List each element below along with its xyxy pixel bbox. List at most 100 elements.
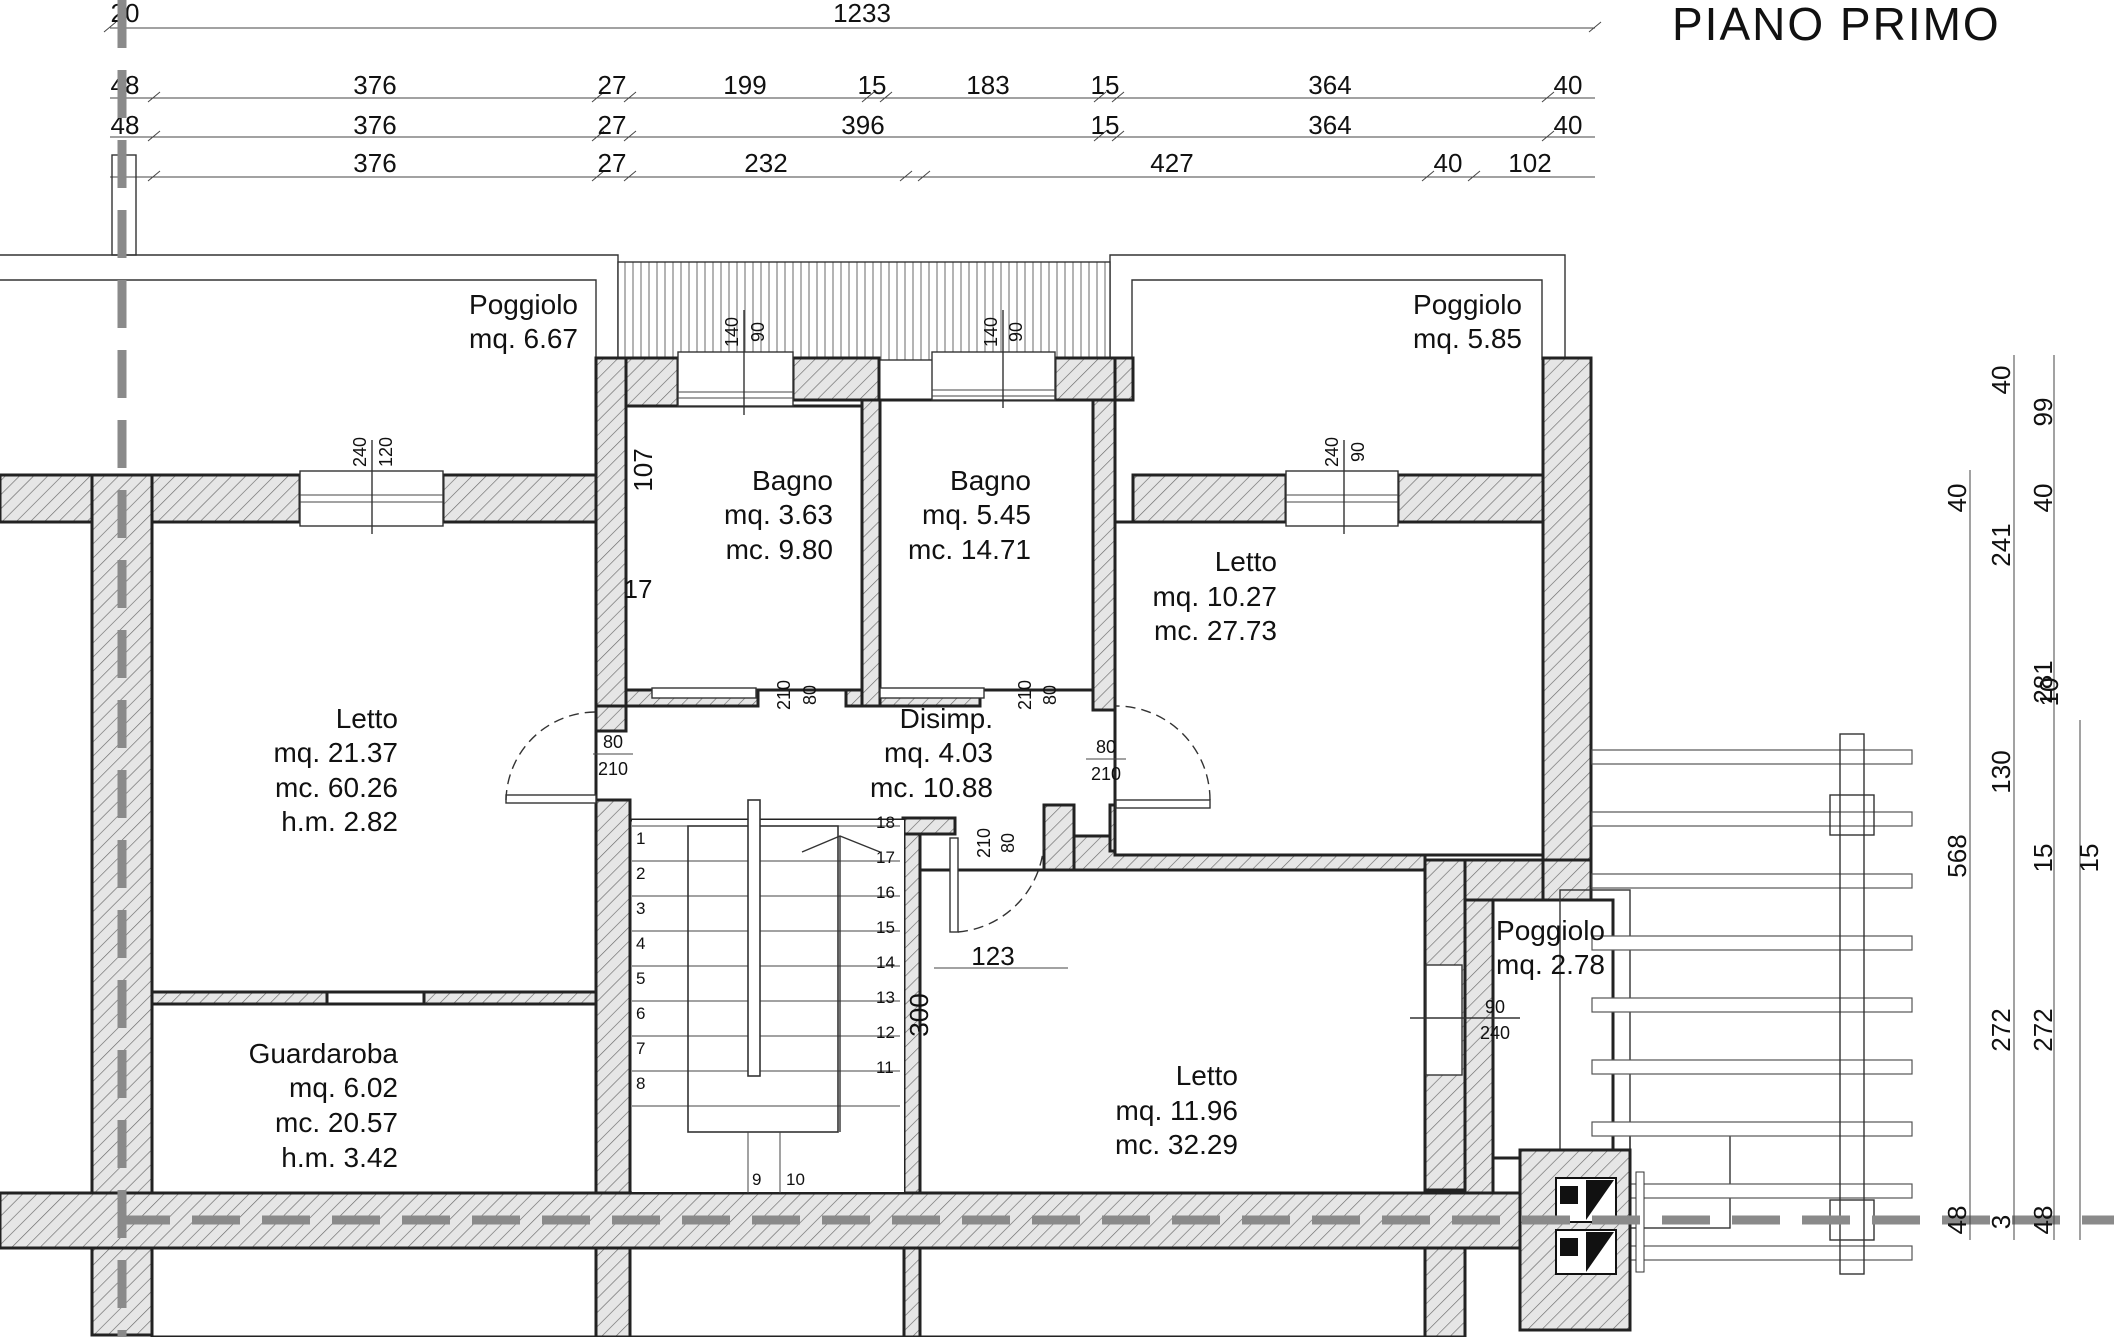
- dim-r2: 396: [841, 110, 884, 140]
- stair-step-number: 11: [876, 1058, 894, 1077]
- letto-right-area: mq. 10.27: [1152, 581, 1277, 612]
- dim-300: 300: [904, 993, 934, 1036]
- letto-left-area: mq. 21.37: [273, 737, 398, 768]
- poggiolo-left-name: Poggiolo: [469, 289, 578, 320]
- dim-top-1233: 1233: [833, 0, 891, 28]
- dim-123: 123: [971, 941, 1014, 971]
- top-dimensions: 20 1233 48 376 27 199 15 183 15 364 40 4…: [103, 0, 1602, 182]
- dim-v-568: 568: [1942, 834, 1972, 877]
- bagno1-volume: mc. 9.80: [726, 534, 833, 565]
- misc-dimensions: 107 17 123 300: [624, 448, 1068, 1037]
- letto-right-volume: mc. 27.73: [1154, 615, 1277, 646]
- dim-r3: 427: [1150, 148, 1193, 178]
- door-poggiolo-small-h: 240: [1480, 1023, 1510, 1043]
- stair-step-number: 3: [636, 899, 645, 918]
- door-letto-bottom-w: 80: [998, 833, 1018, 853]
- rooms-fill: [150, 398, 1615, 1337]
- win-letto-right-w: 240: [1322, 437, 1342, 467]
- deck-slat: [1591, 811, 1913, 827]
- disimpegno-name: Disimp.: [900, 703, 993, 734]
- deck-slat: [1591, 873, 1913, 889]
- windows: [299, 310, 1520, 1076]
- stair-step-9: 9: [752, 1170, 761, 1189]
- letto-bottom-name: Letto: [1176, 1060, 1238, 1091]
- guardaroba-height: h.m. 3.42: [281, 1142, 398, 1173]
- stair-step-number: 4: [636, 934, 645, 953]
- dim-v-40a: 40: [1986, 366, 2016, 395]
- win-letto-left-h: 120: [376, 437, 396, 467]
- bagno2-name: Bagno: [950, 465, 1031, 496]
- door-letto-left-w: 80: [603, 732, 623, 752]
- dim-r3: 27: [598, 148, 627, 178]
- dim-v-130: 130: [1986, 750, 2016, 793]
- right-side-structures: [1518, 733, 1913, 1332]
- disimpegno-area: mq. 4.03: [884, 737, 993, 768]
- stair-step-number: 1: [636, 829, 645, 848]
- right-dimension-labels: 40 99 40 241 40 281 10 130 568 15 15 272…: [1942, 366, 2104, 1235]
- door-letto-right-h: 210: [1091, 764, 1121, 784]
- bagno2-volume: mc. 14.71: [908, 534, 1031, 565]
- deck-slat: [1591, 749, 1913, 765]
- stair-step-10: 10: [786, 1170, 805, 1189]
- stair-step-number: 6: [636, 1004, 645, 1023]
- door-letto-left-h: 210: [598, 759, 628, 779]
- balcony-outlines: [0, 154, 1566, 361]
- dim-v-99: 99: [2028, 398, 2058, 427]
- dim-v-40c: 40: [2028, 484, 2058, 513]
- poggiolo-right-name: Poggiolo: [1413, 289, 1522, 320]
- dim-r1: 15: [1091, 70, 1120, 100]
- dim-v-3: 3: [1986, 1215, 2016, 1229]
- stair-step-number: 18: [876, 813, 895, 832]
- bagno1-area: mq. 3.63: [724, 499, 833, 530]
- dim-r2: 376: [353, 110, 396, 140]
- guardaroba-area: mq. 6.02: [289, 1072, 398, 1103]
- dim-17: 17: [624, 574, 653, 604]
- disimpegno-volume: mc. 10.88: [870, 772, 993, 803]
- dim-v-241: 241: [1986, 523, 2016, 566]
- dim-v-15a: 15: [2028, 844, 2058, 873]
- poggiolo-small-area: mq. 2.78: [1496, 949, 1605, 980]
- doors: [505, 687, 1211, 933]
- letto-left-volume: mc. 60.26: [275, 772, 398, 803]
- deck-slat: [1591, 1121, 1913, 1137]
- win-letto-right-h: 90: [1348, 442, 1368, 462]
- dim-r2: 40: [1554, 110, 1583, 140]
- win-bagno1-w: 140: [722, 317, 742, 347]
- guardaroba-name: Guardaroba: [249, 1038, 399, 1069]
- dim-r3: 40: [1434, 148, 1463, 178]
- bagno2-area: mq. 5.45: [922, 499, 1031, 530]
- stair-step-number: 14: [876, 953, 895, 972]
- door-letto-right-w: 80: [1096, 737, 1116, 757]
- stair-step-number: 17: [876, 848, 895, 867]
- stair-step-number: 5: [636, 969, 645, 988]
- stair-step-number: 12: [876, 1023, 895, 1042]
- dim-r3: 232: [744, 148, 787, 178]
- stair-step-number: 8: [636, 1074, 645, 1093]
- door-bagno1-h: 210: [774, 680, 794, 710]
- dim-r1: 15: [858, 70, 887, 100]
- dim-v-40b: 40: [1942, 484, 1972, 513]
- dim-107: 107: [628, 448, 658, 491]
- dim-v-48a: 48: [1942, 1206, 1972, 1235]
- bagno1-name: Bagno: [752, 465, 833, 496]
- dim-r1: 376: [353, 70, 396, 100]
- railing: [617, 261, 1111, 361]
- win-bagno1-h: 90: [748, 322, 768, 342]
- deck-slat: [1591, 935, 1913, 951]
- dim-r1: 40: [1554, 70, 1583, 100]
- stair-step-number: 13: [876, 988, 895, 1007]
- deck-slat: [1591, 997, 1913, 1013]
- letto-left-name: Letto: [336, 703, 398, 734]
- poggiolo-small-name: Poggiolo: [1496, 915, 1605, 946]
- win-bagno2-w: 140: [981, 317, 1001, 347]
- dim-v-272b: 272: [2028, 1008, 2058, 1051]
- walls: [0, 356, 1632, 1337]
- opening-labels: 140 90 140 90 240 120 240 90 210 80 210 …: [350, 317, 1510, 1043]
- dim-r3: 376: [353, 148, 396, 178]
- dim-r1: 183: [966, 70, 1009, 100]
- door-poggiolo-small-w: 90: [1485, 997, 1505, 1017]
- stair-step-number: 16: [876, 883, 895, 902]
- right-dimensions: [1969, 355, 2081, 1240]
- stair-step-number: 2: [636, 864, 645, 883]
